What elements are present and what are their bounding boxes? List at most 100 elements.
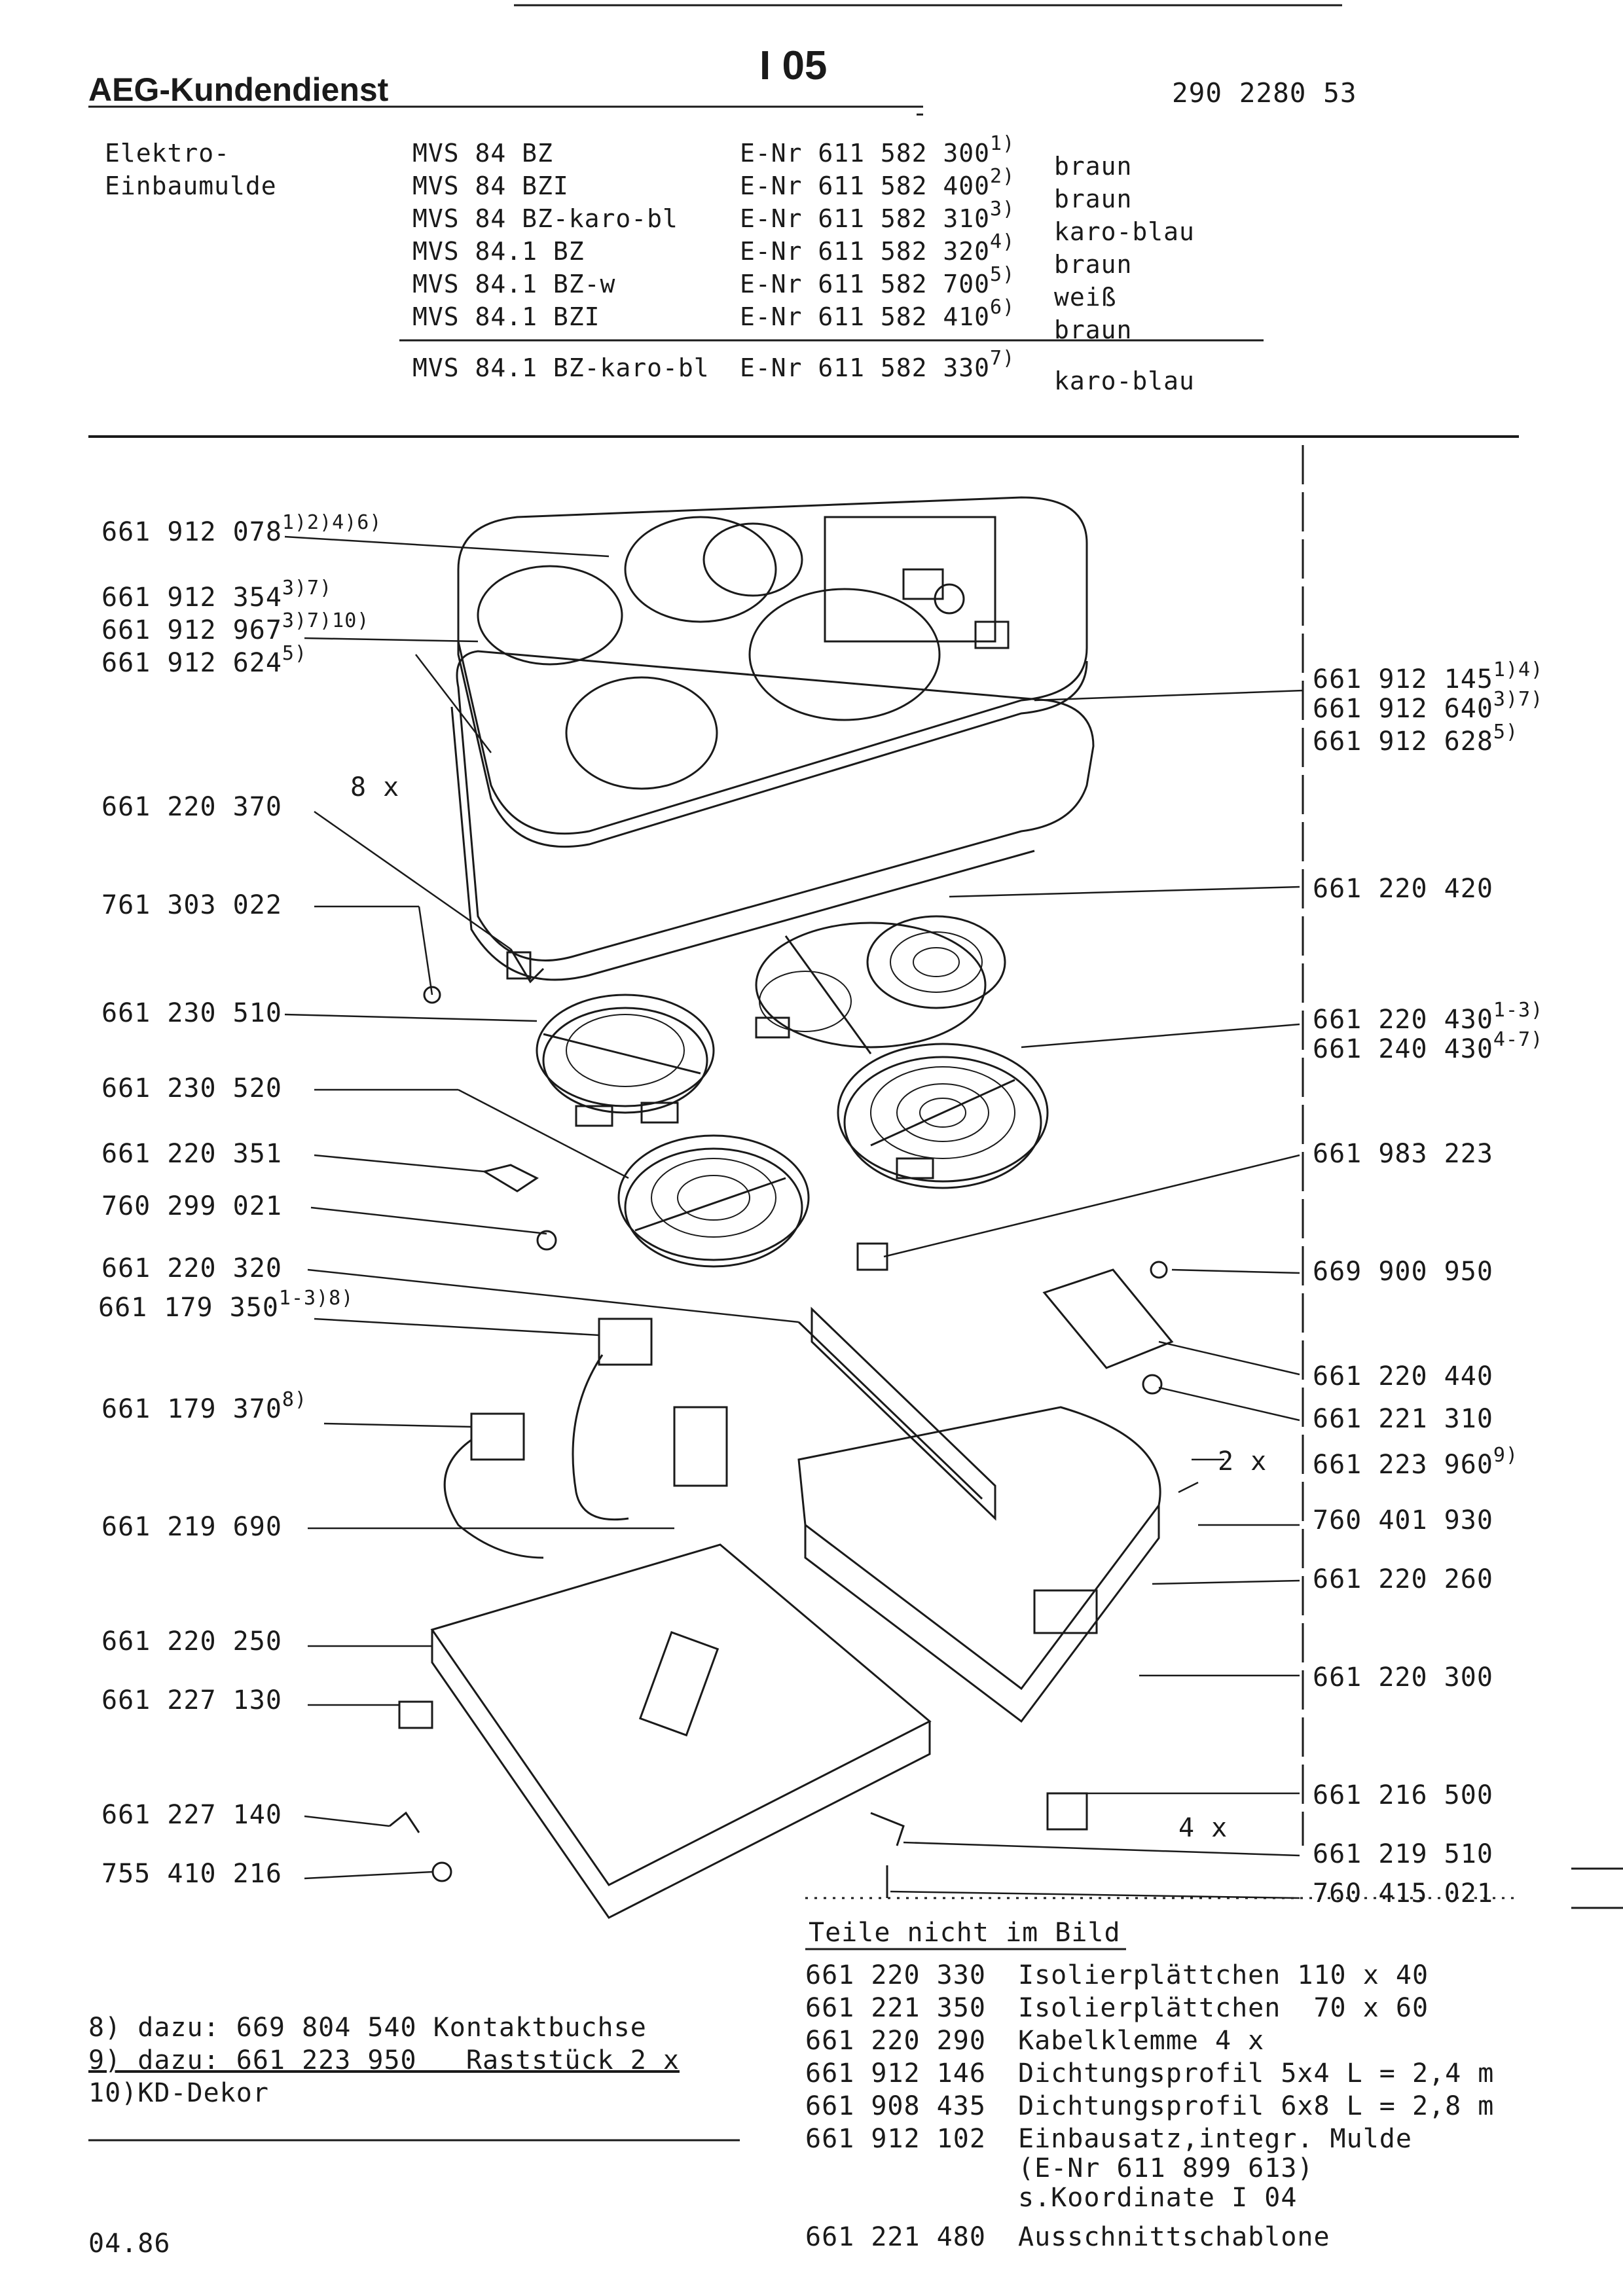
model-name: MVS 84 BZ: [412, 139, 553, 168]
control-symbol-2: [934, 583, 965, 615]
part-number-label: 661 220 300: [1313, 1662, 1493, 1693]
bracket-clip: [506, 951, 532, 980]
ceramic-top-edge: [457, 641, 1088, 848]
part-description: Dichtungsprofil 5x4 L = 2,4 m: [1018, 2058, 1495, 2089]
model-footnote-ref: 6): [990, 296, 1015, 319]
footnote-ref: 1)2)4)6): [282, 511, 382, 534]
part-number-label: 661 220 370: [101, 792, 282, 822]
model-color: karo-blau: [1054, 367, 1195, 395]
model-color: braun: [1054, 185, 1133, 213]
model-footnote-ref: 3): [990, 198, 1015, 221]
part-code: 661 908 435: [805, 2091, 986, 2121]
footnote-ref: 3)7): [1493, 688, 1544, 711]
part-number-label: 661 179 3501-3)8): [98, 1287, 354, 1323]
model-enr: E-Nr 611 582 4106): [740, 296, 1015, 331]
part-number-label: 760 415 021: [1313, 1878, 1493, 1909]
part-number-label: 661 983 223: [1313, 1139, 1493, 1169]
footnote-ref: 3)7)10): [282, 609, 370, 632]
footnote-ref: 1-3)8): [278, 1287, 354, 1310]
part-description: (E-Nr 611 899 613): [1018, 2153, 1314, 2183]
holder-bracket: [482, 1164, 539, 1193]
hotplate-large-right: [837, 1043, 1049, 1183]
part-description: Dichtungsprofil 6x8 L = 2,8 m: [1018, 2091, 1495, 2121]
model-color: braun: [1054, 152, 1133, 181]
part-number-label: 661 912 3543)7): [101, 577, 333, 613]
part-number-label: 661 221 310: [1313, 1404, 1493, 1434]
part-description: Kabelklemme 4 x: [1018, 2026, 1265, 2056]
part-description: Ausschnittschablone: [1018, 2222, 1330, 2252]
model-enr: E-Nr 611 582 4002): [740, 165, 1015, 200]
model-footnote-ref: 4): [990, 230, 1015, 253]
model-color: karo-blau: [1054, 217, 1195, 246]
footnote-9: 9) dazu: 661 223 950 Raststück 2 x: [88, 2045, 680, 2075]
part-number-label: 760 299 021: [101, 1191, 282, 1221]
model-enr: E-Nr 611 582 3307): [740, 347, 1015, 382]
burner-ring-back-inner: [702, 522, 803, 597]
part-number-label: 661 223 9609): [1313, 1444, 1519, 1480]
hotplate-front: [617, 1134, 810, 1261]
model-footnote-ref: 7): [990, 347, 1015, 370]
control-display-area: [824, 516, 996, 643]
clamp-bracket: [398, 1700, 433, 1729]
footnote-ref: 9): [1493, 1444, 1519, 1467]
model-name: MVS 84.1 BZ: [412, 237, 585, 266]
part-description: Einbausatz,integr. Mulde: [1018, 2124, 1412, 2154]
part-number-label: 669 900 950: [1313, 1257, 1493, 1287]
part-number-label: 661 230 510: [101, 998, 282, 1028]
model-name: MVS 84.1 BZ-karo-bl: [412, 353, 710, 382]
model-name: MVS 84 BZ-karo-bl: [412, 204, 678, 233]
nut: [536, 1230, 557, 1251]
part-number-label: 661 220 351: [101, 1139, 282, 1169]
model-enr: E-Nr 611 582 3204): [740, 230, 1015, 266]
base-tray: [797, 1406, 1161, 1691]
sealing-frame: [456, 650, 1095, 961]
part-number-label: 661 220 4301-3): [1313, 999, 1544, 1035]
control-symbol-3: [974, 620, 1010, 649]
qty-retainers: 2 x: [1218, 1446, 1267, 1477]
part-code: 661 221 350: [805, 1993, 986, 2023]
model-name: MVS 84.1 BZI: [412, 302, 600, 331]
part-number-label: 755 410 216: [101, 1859, 282, 1889]
part-number-label: 661 220 250: [101, 1626, 282, 1657]
brand-title: AEG-Kundendienst: [88, 71, 389, 108]
part-description: s.Koordinate I 04: [1018, 2183, 1298, 2213]
control-symbol-1: [902, 568, 944, 600]
product-type-line1: Elektro-: [105, 139, 230, 168]
model-name: MVS 84 BZI: [412, 171, 569, 200]
fixing-screw: [423, 986, 441, 1004]
model-footnote-ref: 1): [990, 132, 1015, 155]
part-number-label: 661 220 440: [1313, 1361, 1493, 1391]
part-number-label: 661 219 510: [1313, 1839, 1493, 1869]
spacer: [1142, 1374, 1163, 1395]
footnote-ref: 5): [282, 642, 308, 665]
qty-terminals: 4 x: [1178, 1813, 1228, 1843]
part-number-label: 661 216 500: [1313, 1780, 1493, 1810]
part-number-label: 661 912 6285): [1313, 721, 1519, 757]
burner-ring-back-right: [748, 588, 941, 721]
part-code: 661 220 330: [805, 1960, 986, 1990]
part-description: Isolierplättchen 110 x 40: [1018, 1960, 1429, 1990]
qty-clips: 8 x: [350, 772, 400, 802]
footnote-ref: 1-3): [1493, 999, 1544, 1022]
ceramic-top-panel: [457, 496, 1088, 835]
footnote-ref: 3)7): [282, 577, 333, 600]
clip-part: [389, 1811, 420, 1833]
part-number-label: 761 303 022: [101, 890, 282, 920]
part-code: 661 220 290: [805, 2026, 986, 2056]
terminal-block-loose: [856, 1242, 888, 1271]
crossbar: [797, 1321, 983, 1500]
clip-bracket: [509, 948, 545, 984]
part-number-label: 661 227 130: [101, 1685, 282, 1715]
circuit-board: [1042, 1268, 1174, 1369]
part-number-label: 661 230 520: [101, 1073, 282, 1103]
document-number: 290 2280 53: [1172, 77, 1357, 109]
model-name: MVS 84.1 BZ-w: [412, 270, 616, 298]
burner-ring-back-left: [624, 516, 777, 623]
footnote-8: 8) dazu: 669 804 540 Kontaktbuchse: [88, 2013, 647, 2043]
parts-not-shown-title: Teile nicht im Bild: [809, 1918, 1121, 1948]
part-number-label: 661 912 0781)2)4)6): [101, 511, 382, 547]
part-number-label: 661 179 3708): [101, 1388, 308, 1424]
part-number-label: 661 219 690: [101, 1512, 282, 1542]
model-color: weiß: [1054, 283, 1117, 312]
footnote-ref: 8): [282, 1388, 308, 1411]
